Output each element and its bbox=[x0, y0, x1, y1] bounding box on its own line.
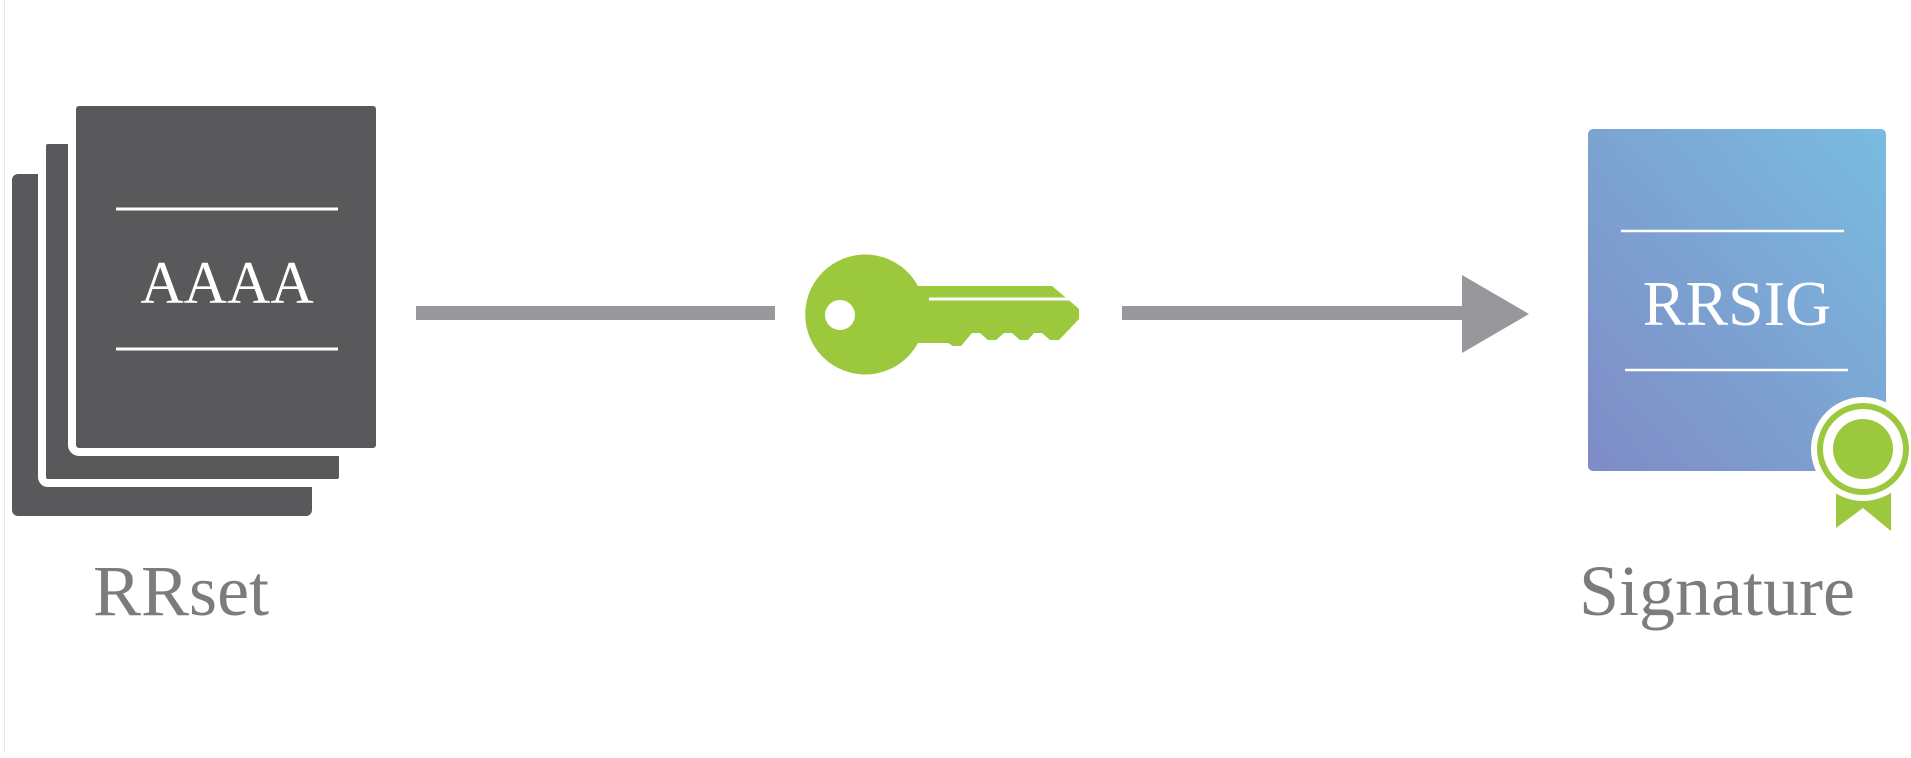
signature-document-sheet bbox=[1588, 129, 1886, 471]
ribbon-badge-icon bbox=[1811, 397, 1911, 531]
aaaa-record-label: AAAA bbox=[140, 250, 313, 316]
signature-caption: Signature bbox=[1579, 551, 1855, 631]
badge-center-seal bbox=[1833, 419, 1893, 479]
left-border-line bbox=[4, 0, 5, 753]
arrow-head bbox=[1462, 275, 1529, 353]
rrset-caption: RRset bbox=[93, 551, 270, 631]
rrsig-record-label: RRSIG bbox=[1643, 268, 1832, 339]
key-icon bbox=[805, 254, 1079, 375]
key-to-signature-arrow bbox=[1122, 275, 1529, 353]
rrset-document-stack-icon: AAAA bbox=[12, 98, 384, 516]
arrow-shaft bbox=[1122, 306, 1468, 320]
key-shape bbox=[805, 254, 1079, 375]
rrsig-signature-document-icon: RRSIG bbox=[1588, 129, 1911, 531]
front-document-sheet bbox=[68, 98, 384, 456]
rrset-to-key-connector bbox=[416, 306, 775, 320]
